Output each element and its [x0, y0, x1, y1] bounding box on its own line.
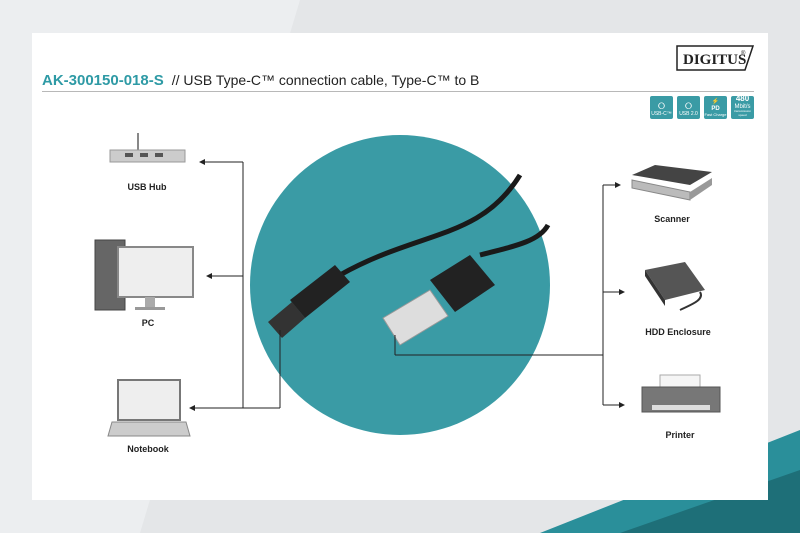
product-code: AK-300150-018-S: [42, 72, 164, 89]
svg-text:®: ®: [741, 50, 746, 57]
usb-icon: ⭘: [657, 100, 666, 111]
device-label-pc: PC: [141, 318, 155, 328]
cable-c: [338, 173, 523, 278]
device-label-hdd: HDD Enclosure: [645, 327, 711, 337]
right-connectors: [394, 182, 625, 408]
usb-b-plug: [382, 255, 495, 346]
power-icon: ⚡: [711, 99, 720, 106]
device-label-scanner: Scanner: [654, 214, 690, 224]
device-label-notebook: Notebook: [127, 444, 169, 454]
usb-hub-icon: [109, 133, 186, 163]
badge-usb-c: ⭘USB-C™: [650, 96, 673, 119]
left-connectors: [189, 159, 281, 411]
pc-icon: [94, 239, 194, 311]
page-title: AK-300150-018-S // USB Type-C™ connection…: [42, 72, 479, 89]
device-label-usb-hub: USB Hub: [127, 182, 167, 192]
teal-circle: [250, 135, 550, 435]
divider: [42, 91, 754, 92]
svg-text:DIGITUS: DIGITUS: [683, 52, 746, 68]
printer-icon: [641, 374, 721, 413]
usb-icon: ⭘: [684, 100, 693, 111]
usb-c-plug: [268, 265, 350, 338]
cable-b: [479, 223, 551, 258]
badge-usb-2: ⭘USB 2.0: [677, 96, 700, 119]
device-label-printer: Printer: [665, 430, 695, 440]
digitus-logo: DIGITUS ®: [676, 45, 755, 71]
product-description: // USB Type-C™ connection cable, Type-C™…: [171, 72, 480, 88]
notebook-icon: [107, 379, 191, 437]
scanner-icon: [631, 165, 712, 201]
hdd-enclosure-icon: [645, 262, 705, 311]
